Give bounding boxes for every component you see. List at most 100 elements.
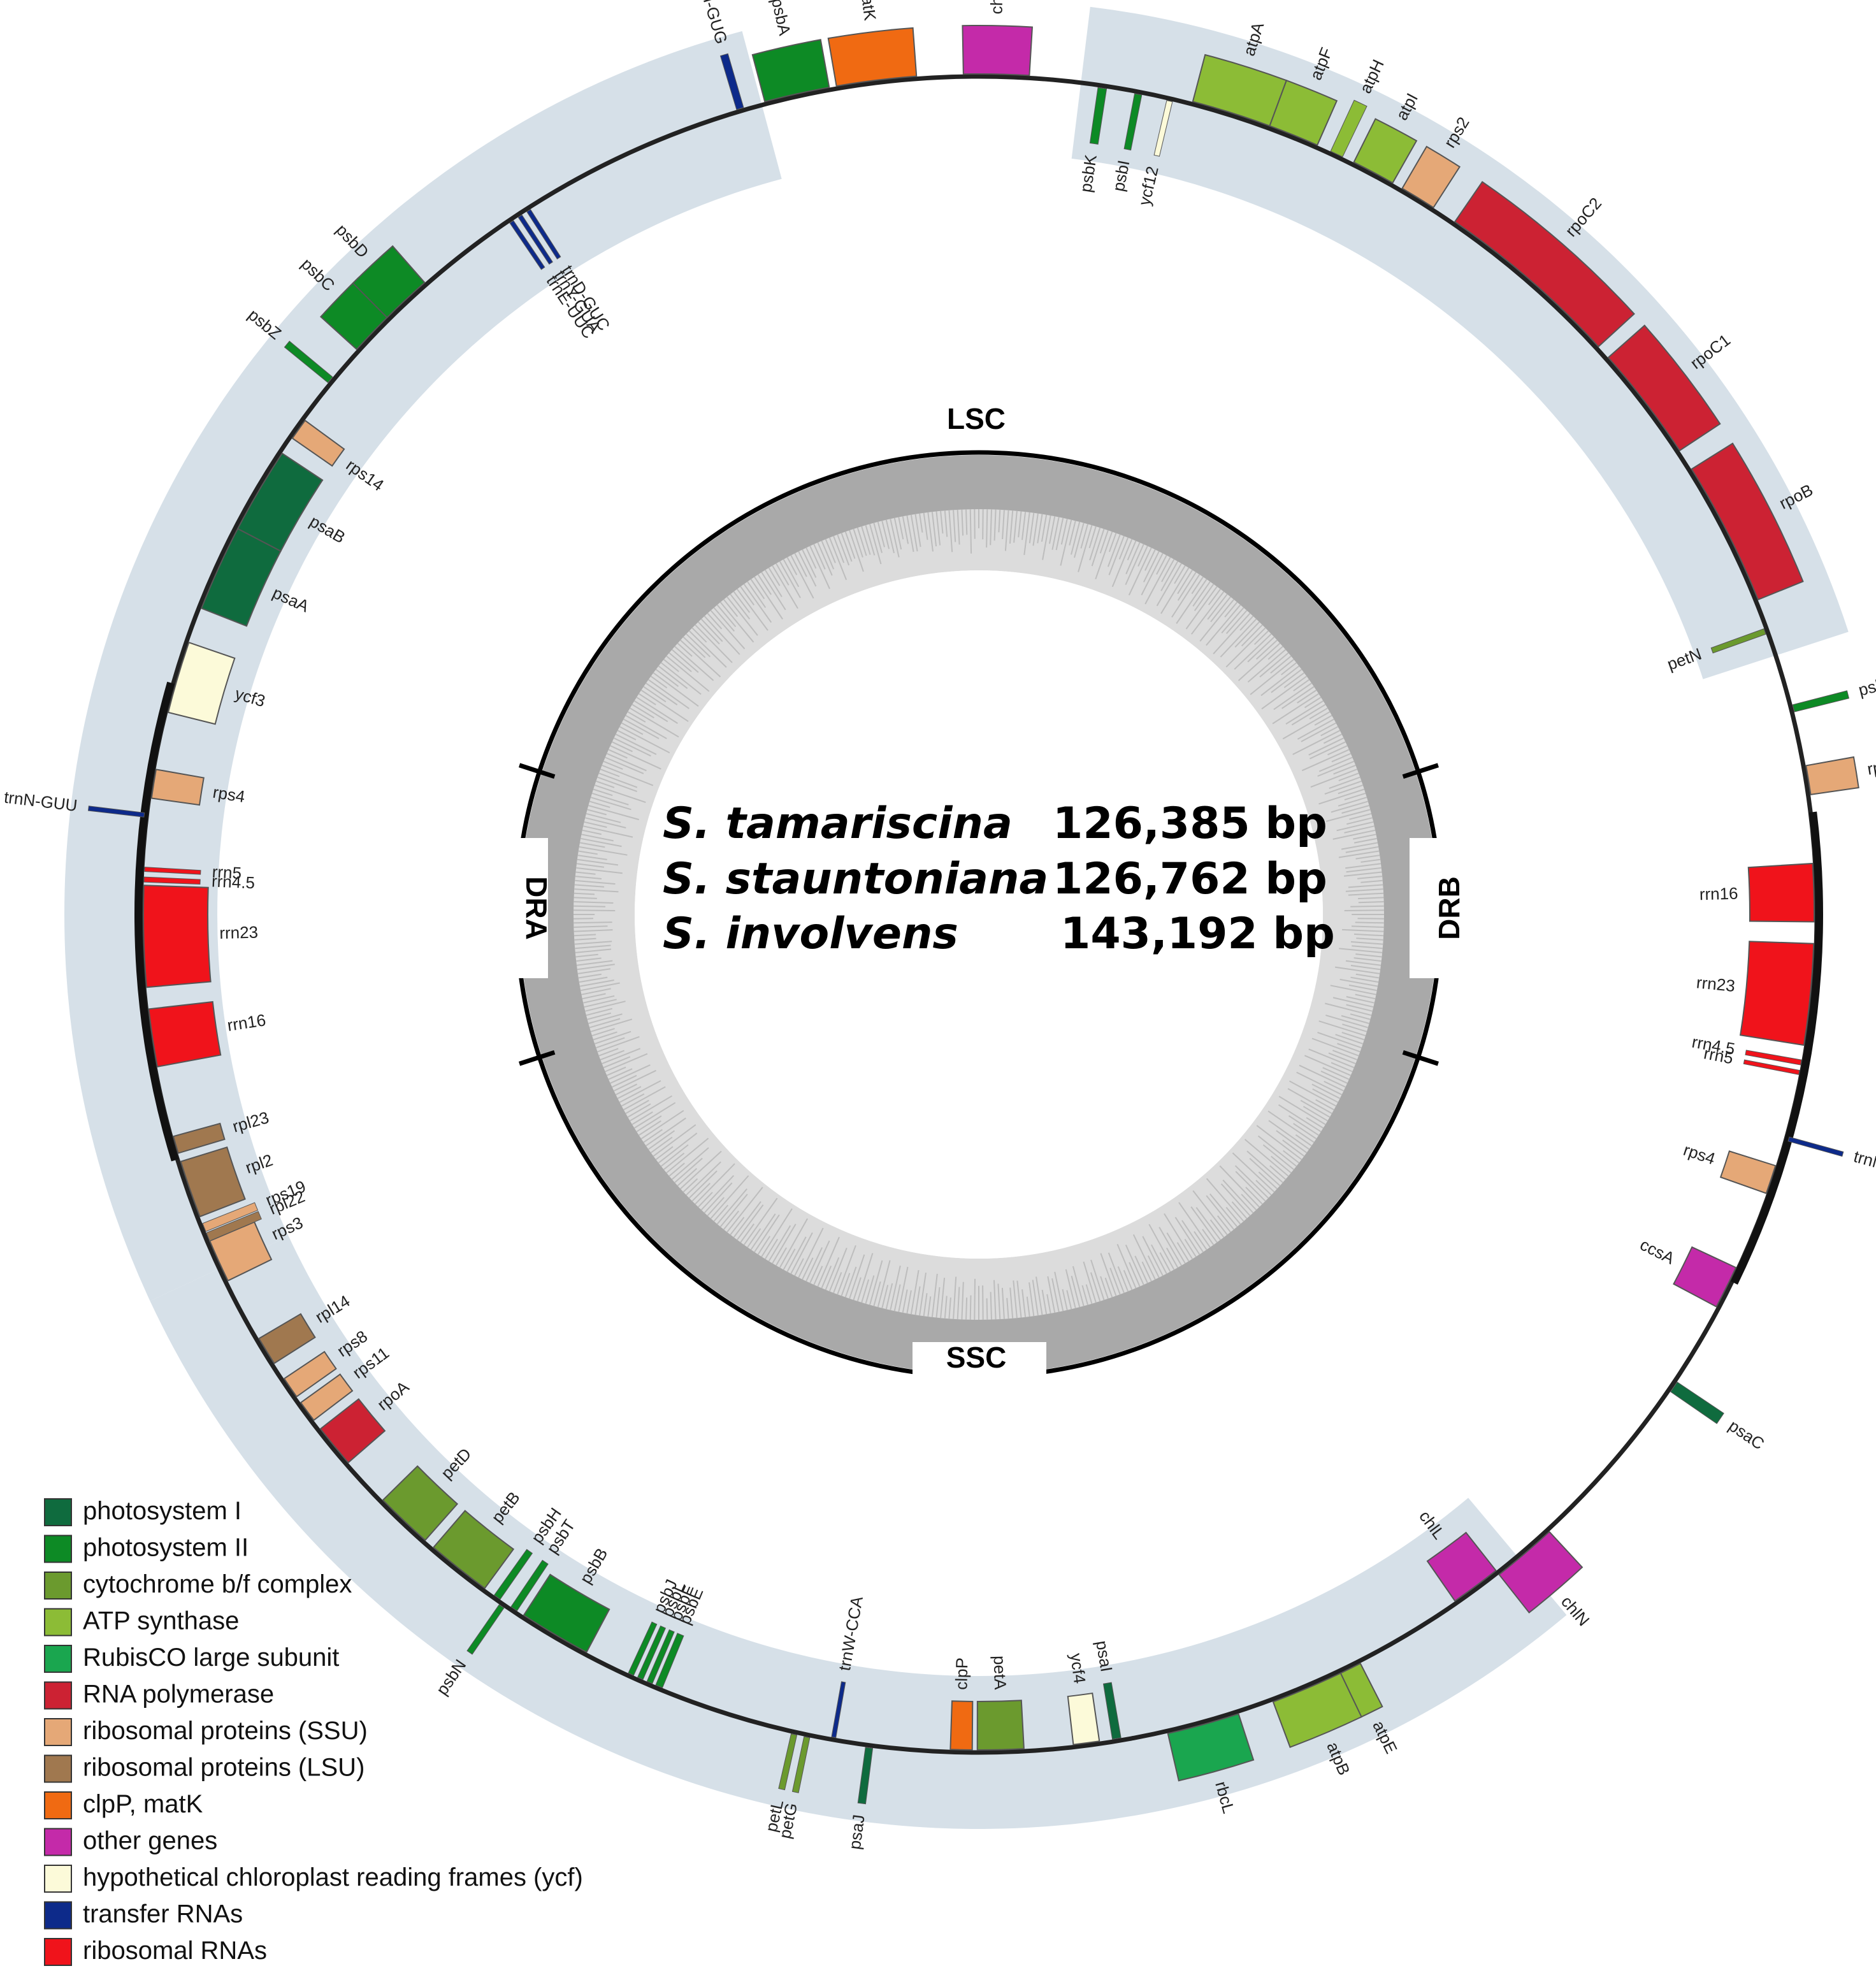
legend-swatch: [44, 1791, 72, 1819]
gene-label: rps4: [1681, 1140, 1717, 1168]
species-name-1: S. tamariscina: [663, 798, 1013, 849]
gene-trnE-UUC: [509, 220, 545, 270]
gene-label: atpH: [1355, 57, 1388, 96]
gene-label: ycf12: [1134, 164, 1162, 207]
tick-4: [519, 763, 556, 779]
legend-swatch: [44, 1535, 72, 1563]
gene-psbZ: [284, 340, 333, 384]
tick-2: [1402, 1050, 1439, 1066]
gene-ccsA: [1673, 1246, 1737, 1308]
gene-rrn16: [148, 1001, 222, 1068]
gene-atpF: [1269, 79, 1338, 147]
legend-swatch: [44, 1498, 72, 1526]
gene-ycf4: [1067, 1692, 1100, 1745]
gene-label: matK: [856, 0, 880, 22]
gene-trnY-GUA: [517, 214, 553, 265]
gene-psbK: [1089, 87, 1108, 145]
backbone-circle: [134, 74, 1823, 1755]
gene-rps19: [202, 1202, 259, 1232]
gene-rpl2: [180, 1146, 246, 1218]
gene-petG: [791, 1736, 811, 1793]
gene-psbJ: [628, 1621, 658, 1676]
gene-psbI: [1123, 93, 1143, 151]
gc-hatch: [573, 509, 1385, 1320]
gene-petA: [976, 1700, 1025, 1751]
gene-label: clpP: [951, 1658, 971, 1690]
gene-psbM: [1792, 690, 1850, 712]
gene-petB: [432, 1510, 515, 1589]
region-label-dra: DRA: [520, 876, 553, 940]
gene-label: rrn4.5: [212, 871, 256, 892]
legend-label: ribosomal proteins (SSU): [83, 1717, 368, 1745]
gene-rpl23: [172, 1122, 226, 1154]
gene-rrn4.5: [143, 876, 201, 885]
tick-3: [519, 1050, 556, 1066]
gene-atpI: [1353, 118, 1418, 184]
gene-label: trnH-GUG: [692, 0, 732, 46]
gene-label: rps7: [1866, 755, 1876, 779]
inner-gc-ring: [503, 405, 1454, 1380]
gene-psaC: [1670, 1382, 1724, 1424]
gene-rps7: [1805, 756, 1859, 796]
legend-swatch: [44, 1718, 72, 1746]
ir-segment-b: [1731, 811, 1823, 1285]
legend-label: ribosomal RNAs: [83, 1937, 267, 1965]
legend-swatch: [44, 1865, 72, 1893]
genome-length-1: 126,385 bp: [1053, 798, 1327, 849]
lsc-band-right: [1071, 6, 1849, 679]
inner-center: [635, 570, 1323, 1259]
gene-psaJ: [857, 1747, 874, 1805]
legend-label: ribosomal proteins (LSU): [83, 1754, 364, 1782]
gene-psbA: [751, 39, 830, 103]
gene-chlL: [1426, 1531, 1497, 1602]
gene-label: psbA: [768, 0, 795, 38]
legend-swatch: [44, 1681, 72, 1710]
gene-ycf3: [167, 641, 236, 725]
legend-label: other genes: [83, 1827, 217, 1855]
gene-rbcL: [1167, 1713, 1255, 1782]
gene-psbB: [523, 1573, 610, 1653]
gene-trnN-GUU: [1787, 1136, 1844, 1157]
gene-chlB: [962, 25, 1034, 76]
legend-label: RNA polymerase: [83, 1680, 274, 1709]
gene-psbL: [637, 1625, 667, 1680]
gene-label: rrn23: [1696, 972, 1736, 995]
gene-psbN: [466, 1604, 505, 1655]
region-labels: LSC SSC DRA DRB: [520, 402, 1466, 1374]
legend-swatch: [44, 1645, 72, 1673]
gene-psbT: [510, 1559, 549, 1612]
gene-petL: [778, 1733, 798, 1791]
gene-blocks: [87, 25, 1859, 1805]
legend-label: transfer RNAs: [83, 1900, 243, 1928]
tick-1: [1402, 763, 1439, 779]
genome-length-2: 126,762 bp: [1053, 854, 1327, 904]
legend-label: cytochrome b/f complex: [83, 1570, 352, 1598]
gene-rrn23: [1739, 941, 1815, 1046]
gene-label: ccsA: [1637, 1235, 1678, 1268]
gene-rrn16: [1747, 862, 1815, 923]
gene-psbH: [493, 1549, 533, 1600]
species-name-3: S. involvens: [663, 909, 958, 959]
gene-psaB: [236, 452, 324, 553]
legend-swatch: [44, 1901, 72, 1930]
gene-label: trnW-CCA: [835, 1594, 867, 1672]
region-label-ssc: SSC: [946, 1341, 1007, 1374]
gene-rps11: [299, 1373, 354, 1421]
gene-rpoA: [319, 1398, 386, 1464]
gene-rrn5: [144, 867, 201, 875]
gene-label: psaC: [1725, 1416, 1768, 1454]
gene-label: petA: [990, 1656, 1010, 1691]
gene-rrn5: [1743, 1059, 1800, 1075]
gene-label: psbM: [1856, 671, 1876, 700]
gene-rps8: [283, 1350, 337, 1398]
gene-label: ycf4: [1067, 1652, 1090, 1684]
gene-trnW-CCA: [831, 1681, 846, 1738]
gene-rps14: [291, 419, 345, 467]
gene-rrn4.5: [1745, 1050, 1802, 1066]
genome-length-3: 143,192 bp: [1060, 909, 1335, 959]
gene-psbD: [352, 245, 426, 319]
legend-label: hypothetical chloroplast reading frames …: [83, 1863, 583, 1891]
